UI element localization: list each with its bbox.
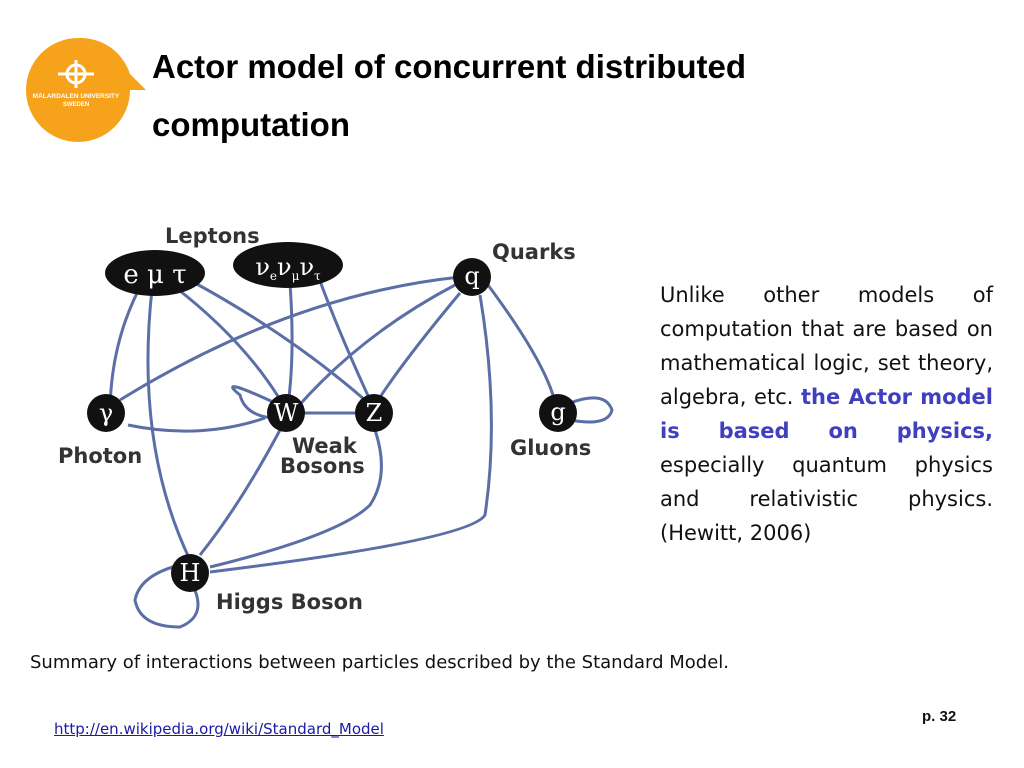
edge-quark-higgs xyxy=(209,294,493,574)
body-paragraph: Unlike other models of computation that … xyxy=(660,278,993,550)
edge-photon-w xyxy=(127,416,266,433)
page-number: p. 32 xyxy=(922,708,957,725)
logo-text-line1: MÄLARDALEN UNIVERSITY xyxy=(33,92,120,100)
logo-emblem-icon xyxy=(58,60,94,88)
edge-w-self-loop xyxy=(231,385,276,420)
label-leptons: Leptons xyxy=(165,224,260,248)
edge-neutrinos-z xyxy=(318,280,372,401)
source-link[interactable]: http://en.wikipedia.org/wiki/Standard_Mo… xyxy=(54,720,384,738)
node-photon-text: γ xyxy=(99,399,113,427)
edge-z-higgs xyxy=(209,429,383,569)
node-z-boson: Z xyxy=(355,394,393,432)
label-photon: Photon xyxy=(58,444,142,468)
diagram-caption: Summary of interactions between particle… xyxy=(30,652,730,673)
label-higgs-boson: Higgs Boson xyxy=(216,590,363,614)
label-gluons: Gluons xyxy=(510,436,591,460)
logo-text-line2: SWEDEN xyxy=(63,102,89,108)
node-w-boson-text: W xyxy=(274,399,299,427)
edge-leptons-higgs xyxy=(146,288,192,561)
standard-model-interaction-diagram: e μ τ νeνμντ q γ W Z g H Leptons Quarks … xyxy=(58,224,614,629)
edge-quark-photon xyxy=(119,275,461,402)
university-logo: MÄLARDALEN UNIVERSITY SWEDEN xyxy=(26,37,146,142)
body-text-part1: Unlike other models of computation that … xyxy=(660,283,993,409)
node-gluon-text: g xyxy=(550,398,565,426)
edge-w-higgs xyxy=(198,429,282,556)
edge-leptons-w xyxy=(174,285,290,414)
edge-quark-z xyxy=(373,292,462,406)
body-text-part2: especially quantum physics and relativis… xyxy=(660,453,993,545)
slide-title: Actor model of concurrent distributed co… xyxy=(152,48,747,143)
edge-neutrinos-w xyxy=(286,282,294,406)
label-quarks: Quarks xyxy=(492,240,576,264)
logo-badge xyxy=(26,37,146,142)
node-quark-text: q xyxy=(464,262,479,290)
edge-leptons-z xyxy=(194,281,366,402)
edge-gluon-self-loop xyxy=(569,396,614,424)
body-text-highlight: the Actor model is based on physics, xyxy=(660,385,993,443)
node-photon: γ xyxy=(87,394,125,432)
node-neutrinos-text: νeνμντ xyxy=(255,253,321,283)
edge-quark-gluon xyxy=(486,284,555,396)
label-weak-bosons: Weak Bosons xyxy=(280,434,365,478)
node-higgs: H xyxy=(171,554,209,592)
node-quark: q xyxy=(453,258,491,296)
node-higgs-text: H xyxy=(180,559,201,587)
node-z-boson-text: Z xyxy=(366,399,383,427)
node-charged-leptons-text: e μ τ xyxy=(123,260,186,290)
node-gluon: g xyxy=(539,394,577,432)
node-charged-leptons: e μ τ xyxy=(105,250,205,296)
edge-higgs-self-loop xyxy=(133,563,200,629)
edge-quark-w xyxy=(293,283,456,411)
node-w-boson: W xyxy=(267,394,305,432)
node-neutrinos: νeνμντ xyxy=(233,242,343,288)
